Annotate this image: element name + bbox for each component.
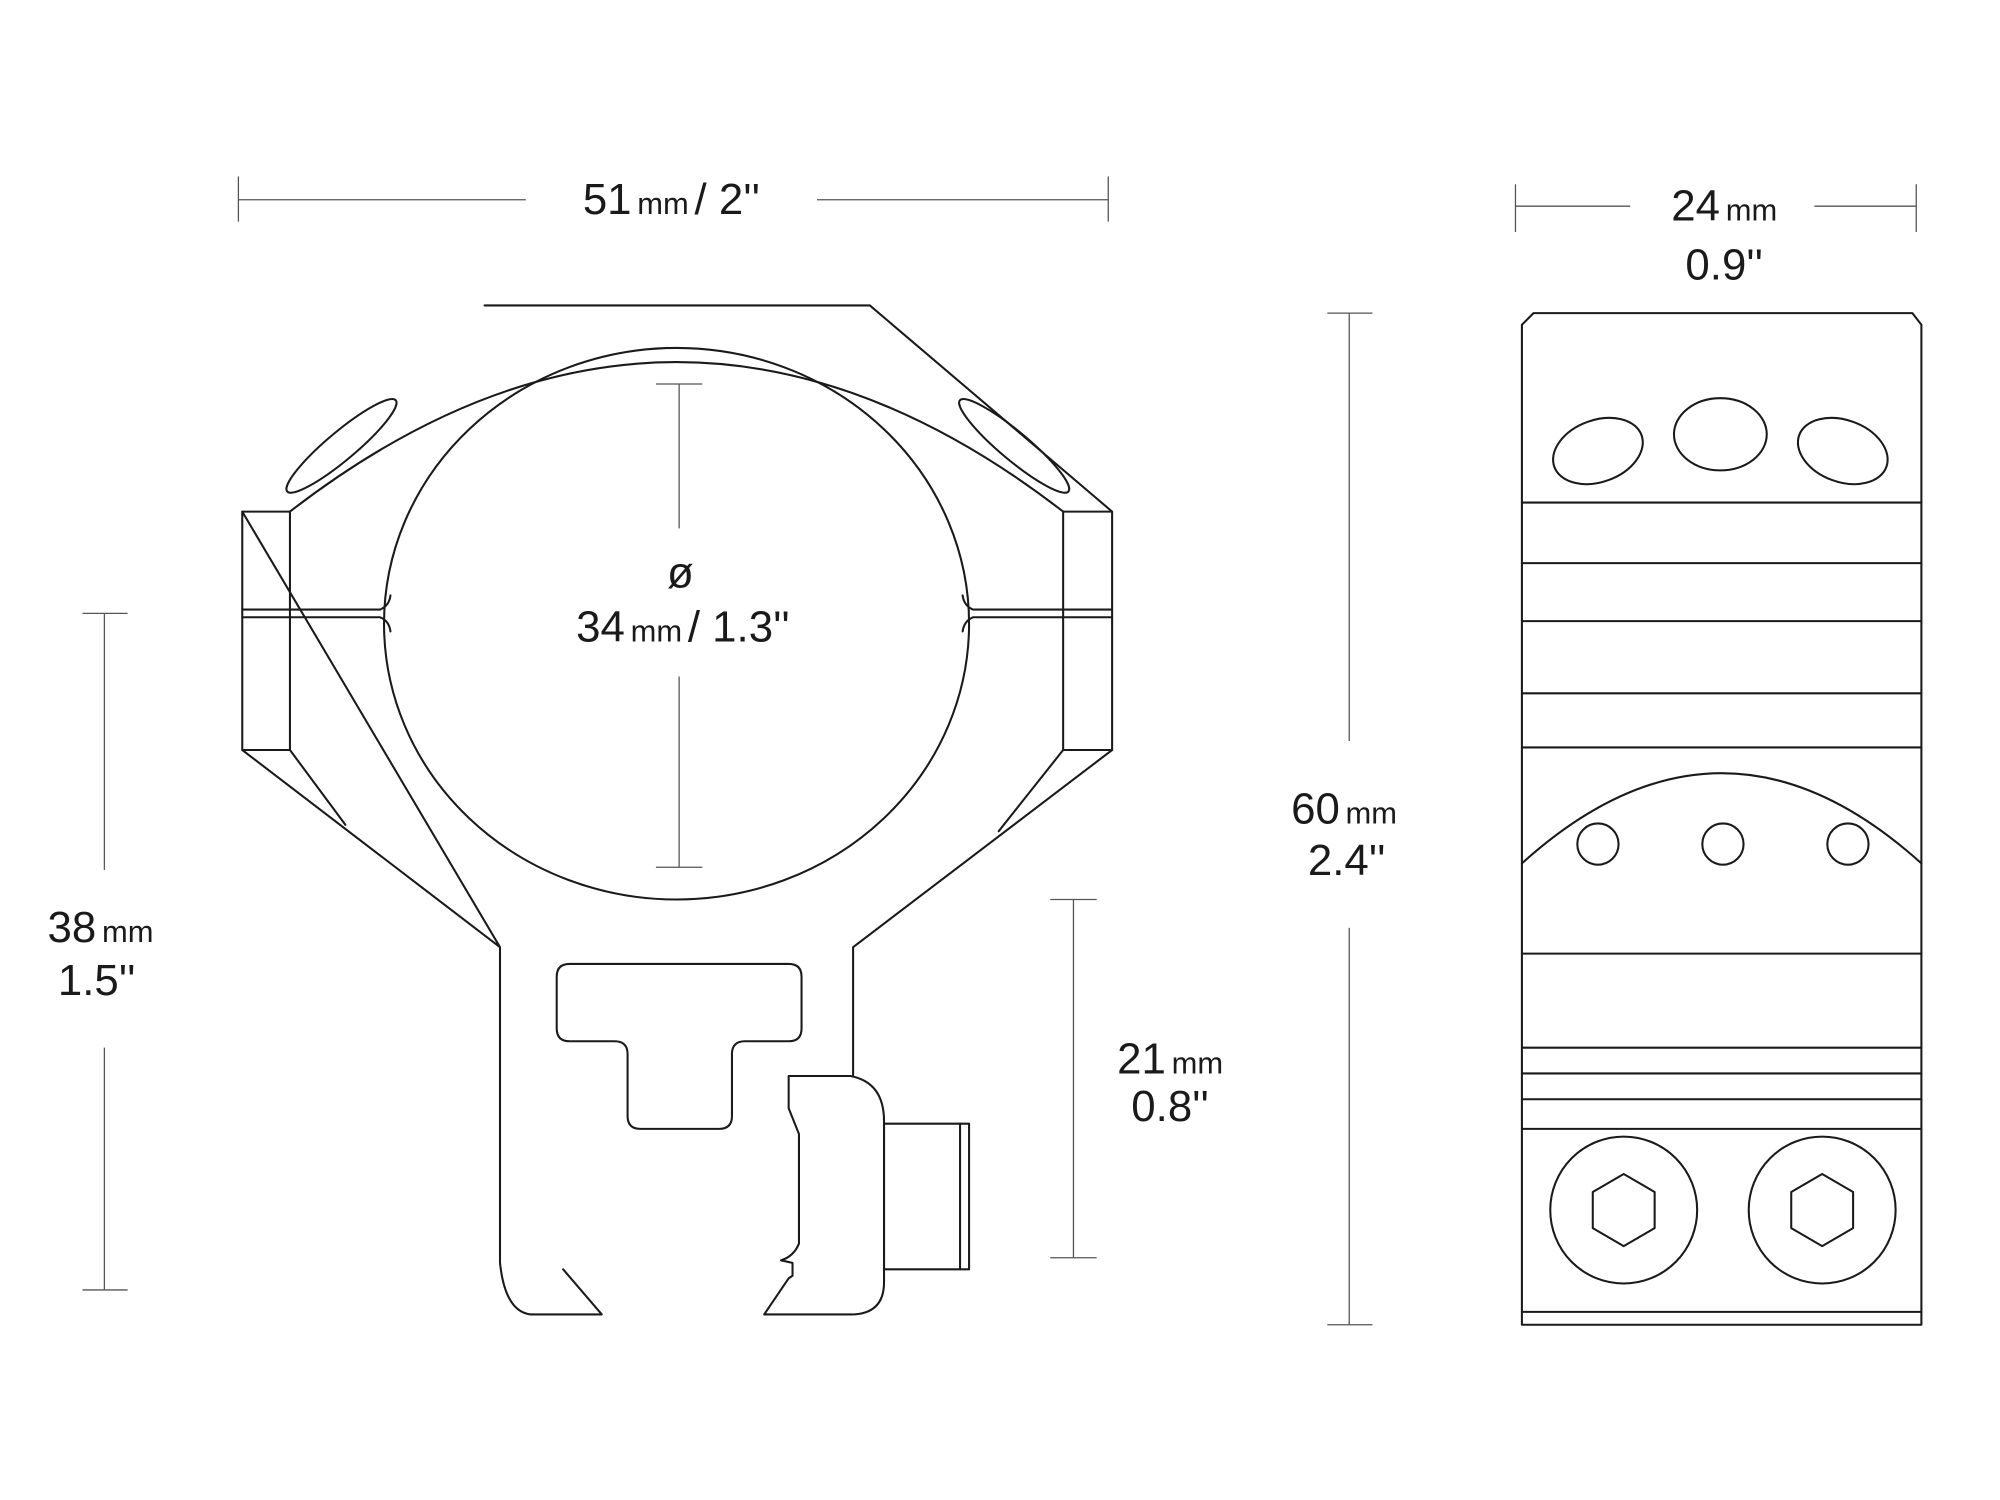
- clamp-bolt: [882, 1122, 971, 1271]
- dim-height-38: 38 mm 1.5'': [48, 612, 154, 1291]
- cap-screw: [1747, 1135, 1897, 1285]
- cap-screw: [1549, 1135, 1699, 1285]
- front-view-ring: [241, 304, 1114, 1316]
- svg-text:51 mm / 2'': 51 mm / 2'': [583, 175, 760, 224]
- svg-text:2.4'': 2.4'': [1308, 836, 1386, 885]
- dim-width-24: 24 mm 0.9'': [1514, 181, 1917, 290]
- svg-text:ø: ø: [667, 549, 694, 598]
- slot-left: [285, 398, 398, 494]
- side-view-ring: [1520, 312, 1923, 1326]
- dim-height-60: 60 mm 2.4'': [1291, 312, 1397, 1326]
- hex-socket-icon: [1591, 1172, 1656, 1248]
- svg-text:21 mm: 21 mm: [1117, 1034, 1223, 1083]
- dim-diameter-34: ø 34 mm / 1.3'': [576, 383, 790, 868]
- svg-text:0.8'': 0.8'': [1131, 1082, 1209, 1131]
- svg-text:34 mm / 1.3'': 34 mm / 1.3'': [576, 603, 790, 652]
- svg-text:1.5'': 1.5'': [58, 956, 136, 1005]
- svg-text:24 mm: 24 mm: [1671, 181, 1777, 230]
- dim-height-21: 21 mm 0.8'': [1050, 898, 1223, 1259]
- svg-text:0.9'': 0.9'': [1685, 241, 1763, 290]
- hex-socket-icon: [1790, 1172, 1855, 1248]
- tube-bore: [382, 346, 971, 901]
- svg-text:60 mm: 60 mm: [1291, 784, 1397, 833]
- recoil-slot: [555, 962, 803, 1130]
- slot-right: [958, 398, 1071, 494]
- svg-text:38 mm: 38 mm: [48, 903, 154, 952]
- dim-width-51: 51 mm / 2'': [237, 175, 1109, 224]
